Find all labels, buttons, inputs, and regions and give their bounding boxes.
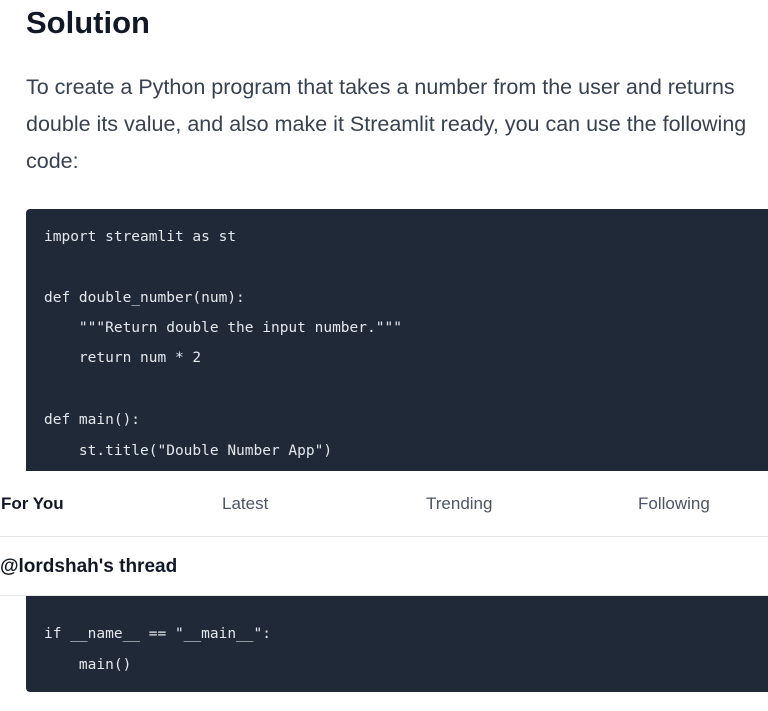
code-line: if __name__ == "__main__": — [44, 626, 271, 642]
intro-paragraph: To create a Python program that takes a … — [26, 75, 747, 173]
tab-following[interactable]: Following — [638, 494, 710, 513]
tab-trending[interactable]: Trending — [426, 494, 493, 513]
code-line: return num * 2 — [44, 350, 202, 366]
page-heading: Solution — [26, 5, 150, 40]
code-line: st.title("Double Number App") — [44, 443, 333, 459]
thread-header: @lordshah's thread — [0, 538, 768, 596]
code-block-top: import streamlit as st def double_number… — [26, 209, 768, 471]
code-block-bottom: if __name__ == "__main__": main() — [26, 596, 768, 692]
feed-tabs: For You Latest Trending Following — [0, 471, 768, 537]
code-line: import streamlit as st — [44, 229, 237, 245]
tab-for-you[interactable]: For You — [1, 494, 64, 513]
code-line: def double_number(num): — [44, 290, 245, 306]
tab-latest[interactable]: Latest — [222, 494, 269, 513]
code-line: main() — [44, 657, 132, 673]
code-line: def main(): — [44, 412, 141, 428]
thread-title: @lordshah's thread — [0, 556, 178, 577]
code-line: """Return double the input number.""" — [44, 320, 402, 336]
